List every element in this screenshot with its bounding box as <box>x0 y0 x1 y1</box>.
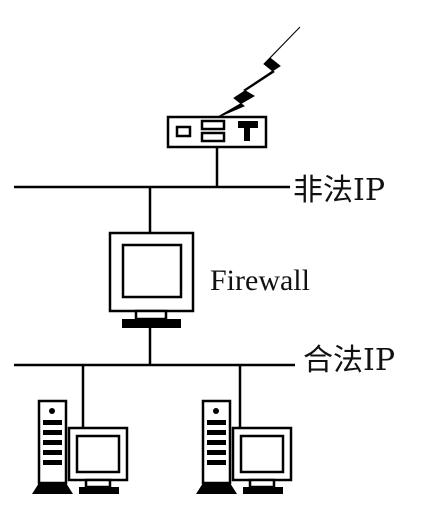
desktop-workstation-icon <box>32 399 129 494</box>
firewall-label: Firewall <box>210 264 310 297</box>
desktop-workstation-icon <box>196 399 293 494</box>
router-icon <box>166 115 268 149</box>
trusted-network-label: 合法IP <box>303 343 396 378</box>
untrusted-network-label: 非法IP <box>293 173 386 208</box>
firewall-monitor-icon <box>108 231 195 328</box>
lightning-bolt-icon <box>215 26 301 119</box>
